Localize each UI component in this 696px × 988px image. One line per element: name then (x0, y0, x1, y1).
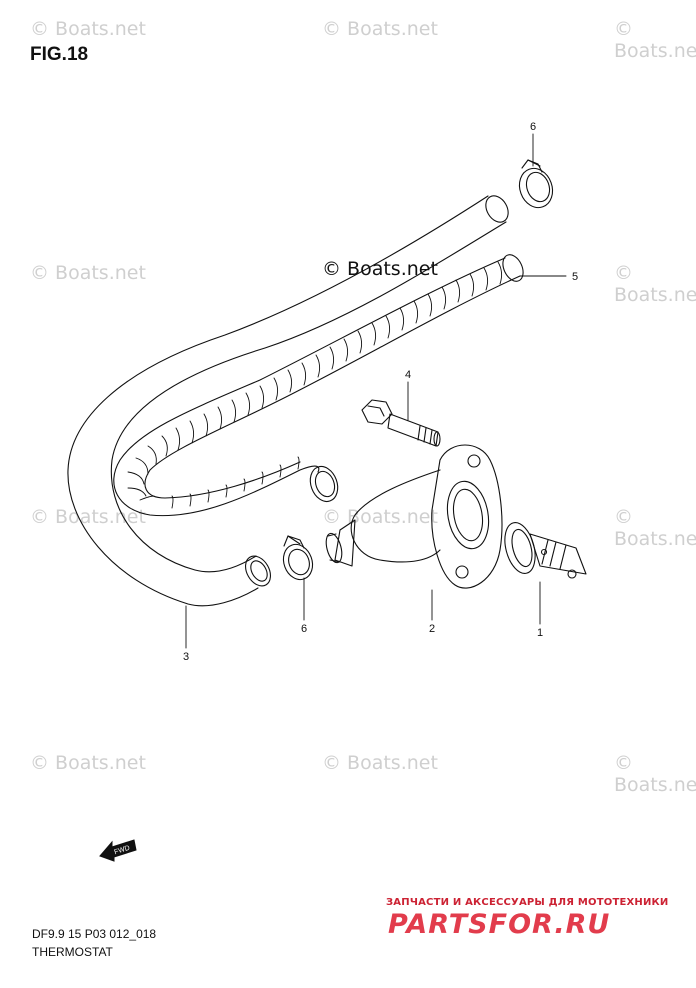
watermark: © Boats.net (322, 18, 438, 40)
diagram-code: DF9.9 15 P03 012_018 (32, 927, 157, 941)
callout-6-bottom: 6 (301, 623, 307, 635)
figure-title: FIG.18 (30, 44, 89, 65)
callout-5: 5 (572, 271, 578, 283)
watermark: © Boats.net (614, 506, 696, 550)
forward-arrow-icon: FWD (99, 839, 137, 862)
callout-6-top: 6 (530, 121, 536, 133)
watermark: © Boats.net (30, 18, 146, 40)
hose-clamp-part-6-bottom (282, 535, 314, 581)
bolt-part-4 (361, 399, 441, 447)
watermark: © Boats.net (614, 18, 696, 62)
watermark-main: © Boats.net (322, 258, 438, 280)
thermostat-housing-part-2 (325, 444, 503, 589)
callout-2: 2 (429, 623, 435, 635)
diagram-caption: THERMOSTAT (32, 945, 113, 959)
thermostat-part-1 (504, 522, 587, 579)
hose-clamp-part-6-top (518, 159, 554, 209)
hose-part-5 (113, 254, 524, 517)
watermark: © Boats.net (30, 506, 146, 528)
leader-lines (185, 133, 567, 649)
callout-1: 1 (537, 627, 543, 639)
brand-logo: PARTSFOR.RU (388, 909, 611, 940)
watermark: © Boats.net (614, 262, 696, 306)
brand-tagline: ЗАПЧАСТИ И АКСЕССУАРЫ ДЛЯ МОТОТЕХНИКИ (386, 897, 669, 908)
fwd-label: FWD (113, 845, 130, 857)
watermark: © Boats.net (30, 262, 146, 284)
watermark: © Boats.net (322, 752, 438, 774)
watermark: © Boats.net (30, 752, 146, 774)
hose-part-3 (67, 195, 509, 607)
callout-4: 4 (405, 369, 411, 381)
callout-3: 3 (183, 651, 189, 663)
watermark: © Boats.net (614, 752, 696, 796)
